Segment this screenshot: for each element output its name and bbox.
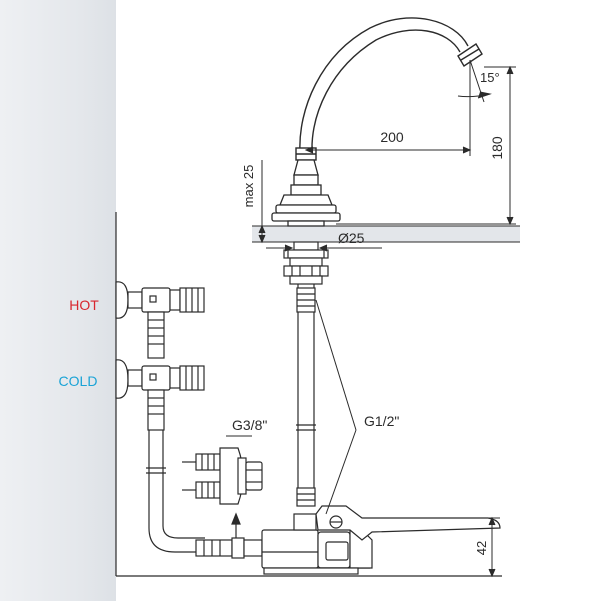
- max-25-label: max 25: [241, 165, 256, 208]
- width-200-label: 200: [380, 129, 404, 145]
- vertical-hose: [296, 284, 316, 507]
- flow-arrow: [231, 512, 241, 540]
- supply-hoses: [146, 311, 205, 553]
- faucet-body: [271, 159, 341, 227]
- height-42-label: 42: [474, 541, 489, 555]
- wall-background: [0, 0, 116, 601]
- diameter-25-label: Ø25: [338, 230, 365, 246]
- g38-connector: [182, 447, 263, 505]
- hot-label: HOT: [69, 297, 99, 313]
- g12-label: G1/2": [364, 413, 399, 429]
- angle-label: 15°: [480, 70, 500, 85]
- mounting-shank: [283, 241, 329, 285]
- dimension-lines: [226, 59, 516, 578]
- pedal-valve: [195, 505, 501, 575]
- hot-wall-valve: [115, 281, 205, 319]
- cold-label: COLD: [59, 373, 98, 389]
- height-180-label: 180: [489, 136, 505, 160]
- g38-label: G3/8": [232, 417, 267, 433]
- counter-top: [252, 225, 520, 243]
